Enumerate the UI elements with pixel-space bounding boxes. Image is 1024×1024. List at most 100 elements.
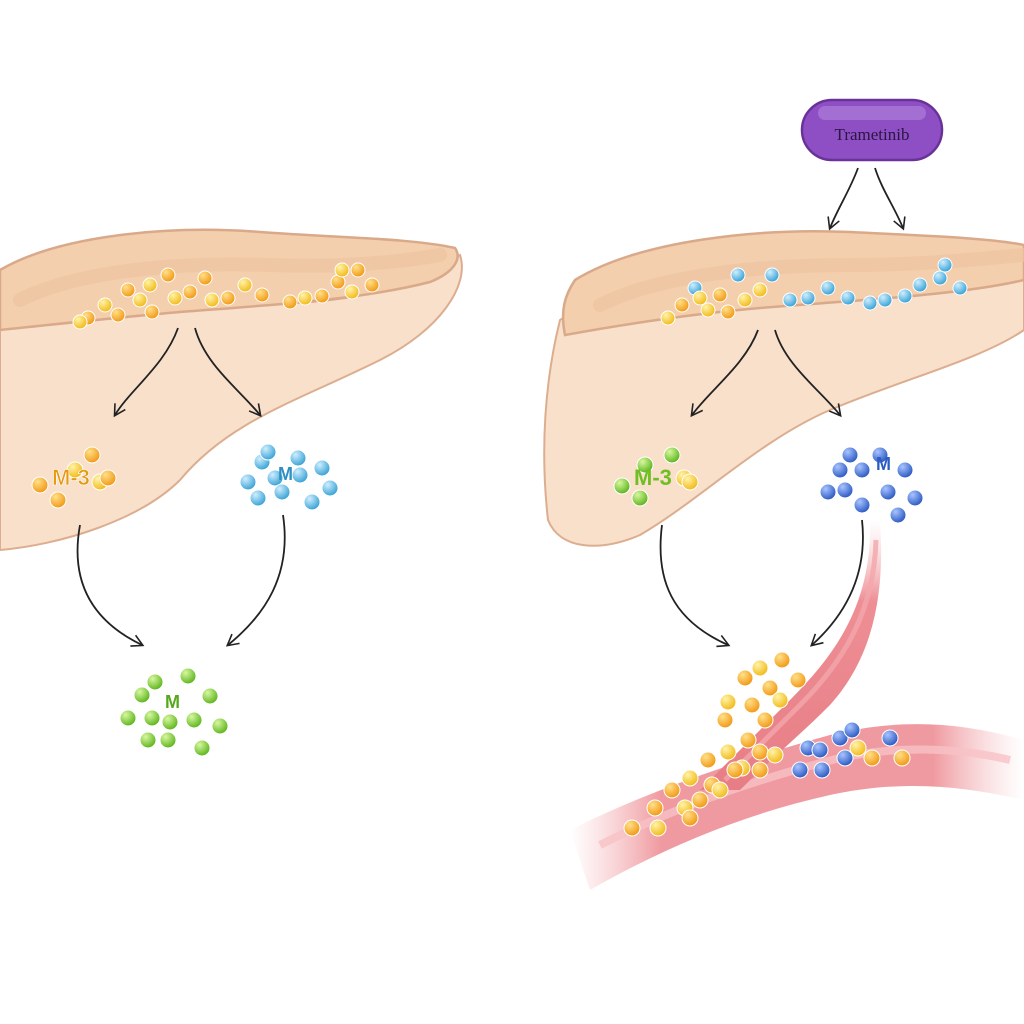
- capsule-highlight: [818, 106, 926, 120]
- molecule-dot: [144, 304, 160, 320]
- molecule-dot: [119, 709, 137, 727]
- arrow-right-m-down: [810, 519, 864, 647]
- molecule-dot: [161, 713, 179, 731]
- molecule-dot: [853, 461, 871, 479]
- molecule-dot: [819, 483, 837, 501]
- molecule-dot: [831, 461, 849, 479]
- right-metabolite-b-label: M: [876, 454, 891, 474]
- molecule-dot: [800, 290, 816, 306]
- molecule-dot: [862, 295, 878, 311]
- molecule-dot: [692, 290, 708, 306]
- molecule-dot: [179, 667, 197, 685]
- molecule-dot: [820, 280, 836, 296]
- left-m3-cluster: [31, 446, 117, 509]
- molecule-dot: [836, 481, 854, 499]
- molecule-dot: [334, 262, 350, 278]
- molecule-dot: [932, 270, 948, 286]
- molecule-dot: [613, 477, 631, 495]
- molecule-dot: [142, 277, 158, 293]
- trametinib-capsule: Trametinib: [800, 98, 944, 162]
- molecule-dot: [132, 292, 148, 308]
- molecule-dot: [364, 277, 380, 293]
- molecule-dot: [906, 489, 924, 507]
- right-liver-molecules: [660, 257, 968, 326]
- molecule-dot: [159, 731, 177, 749]
- molecule-dot: [197, 270, 213, 286]
- molecule-dot: [871, 446, 889, 464]
- molecule-dot: [167, 290, 183, 306]
- molecule-dot: [831, 729, 849, 747]
- molecule-dot: [204, 292, 220, 308]
- vessel-main: [570, 724, 1024, 890]
- arrow-right-to-m3: [690, 329, 759, 418]
- molecule-dot: [139, 731, 157, 749]
- molecule-dot: [889, 506, 907, 524]
- molecule-dot: [646, 799, 664, 817]
- molecule-dot: [881, 729, 899, 747]
- molecule-dot: [752, 282, 768, 298]
- molecule-dot: [350, 262, 366, 278]
- molecule-dot: [143, 709, 161, 727]
- left-liver-upper-lobe: [0, 228, 459, 332]
- right-m-cluster: [819, 446, 924, 524]
- molecule-dot: [314, 288, 330, 304]
- molecule-dot: [700, 302, 716, 318]
- molecule-dot: [623, 819, 641, 837]
- molecule-dot: [297, 290, 313, 306]
- molecule-dot: [841, 446, 859, 464]
- molecule-dot: [730, 267, 746, 283]
- left-liver-band: [13, 248, 447, 307]
- molecule-dot: [254, 287, 270, 303]
- arrow-left-m-down: [225, 514, 286, 647]
- molecule-dot: [266, 469, 284, 487]
- molecule-dot: [674, 297, 690, 313]
- right-m3-cluster: [613, 446, 699, 507]
- molecule-dot: [182, 284, 198, 300]
- molecule-dot: [893, 749, 911, 767]
- right-liver-band: [593, 248, 1024, 312]
- molecule-dot: [896, 461, 914, 479]
- molecule-dot: [97, 297, 113, 313]
- molecule-dot: [756, 711, 774, 729]
- right-vessel-molecules: [623, 651, 911, 837]
- molecule-dot: [863, 749, 881, 767]
- molecule-dot: [716, 711, 734, 729]
- molecule-dot: [249, 489, 267, 507]
- arrow-left-m3-down: [76, 524, 145, 647]
- molecule-dot: [110, 307, 126, 323]
- molecule-dot: [31, 476, 49, 494]
- molecule-dot: [764, 267, 780, 283]
- molecule-dot: [699, 751, 717, 769]
- molecule-dot: [751, 659, 769, 677]
- molecule-dot: [160, 267, 176, 283]
- molecule-dot: [201, 687, 219, 705]
- molecule-dot: [691, 791, 709, 809]
- left-product-cluster: [119, 667, 229, 757]
- left-liver: [0, 228, 463, 552]
- molecule-dot: [711, 781, 729, 799]
- left-metabolite-a-label: M-3: [52, 465, 90, 490]
- molecule-dot: [739, 731, 757, 749]
- molecule-dot: [193, 739, 211, 757]
- molecule-dot: [66, 461, 84, 479]
- molecule-dot: [663, 446, 681, 464]
- molecule-dot: [766, 746, 784, 764]
- arrow-drug-right: [874, 167, 906, 231]
- molecule-dot: [649, 819, 667, 837]
- vessel-main-inner: [598, 745, 1011, 849]
- molecule-dot: [751, 743, 769, 761]
- arrow-drug-left: [827, 167, 859, 231]
- left-liver-molecules: [72, 262, 380, 330]
- molecule-dot: [239, 473, 257, 491]
- left-m-cluster: [239, 443, 339, 511]
- labels: M-3 M M M-3 M: [52, 454, 891, 712]
- molecule-dot: [736, 669, 754, 687]
- molecule-dot: [663, 781, 681, 799]
- molecule-dots: [31, 257, 968, 837]
- vessel-branch: [700, 520, 882, 790]
- molecule-dot: [681, 473, 699, 491]
- molecule-dot: [853, 496, 871, 514]
- molecule-dot: [631, 489, 649, 507]
- arrow-left-to-m: [194, 327, 262, 418]
- trametinib-label: Trametinib: [835, 125, 910, 144]
